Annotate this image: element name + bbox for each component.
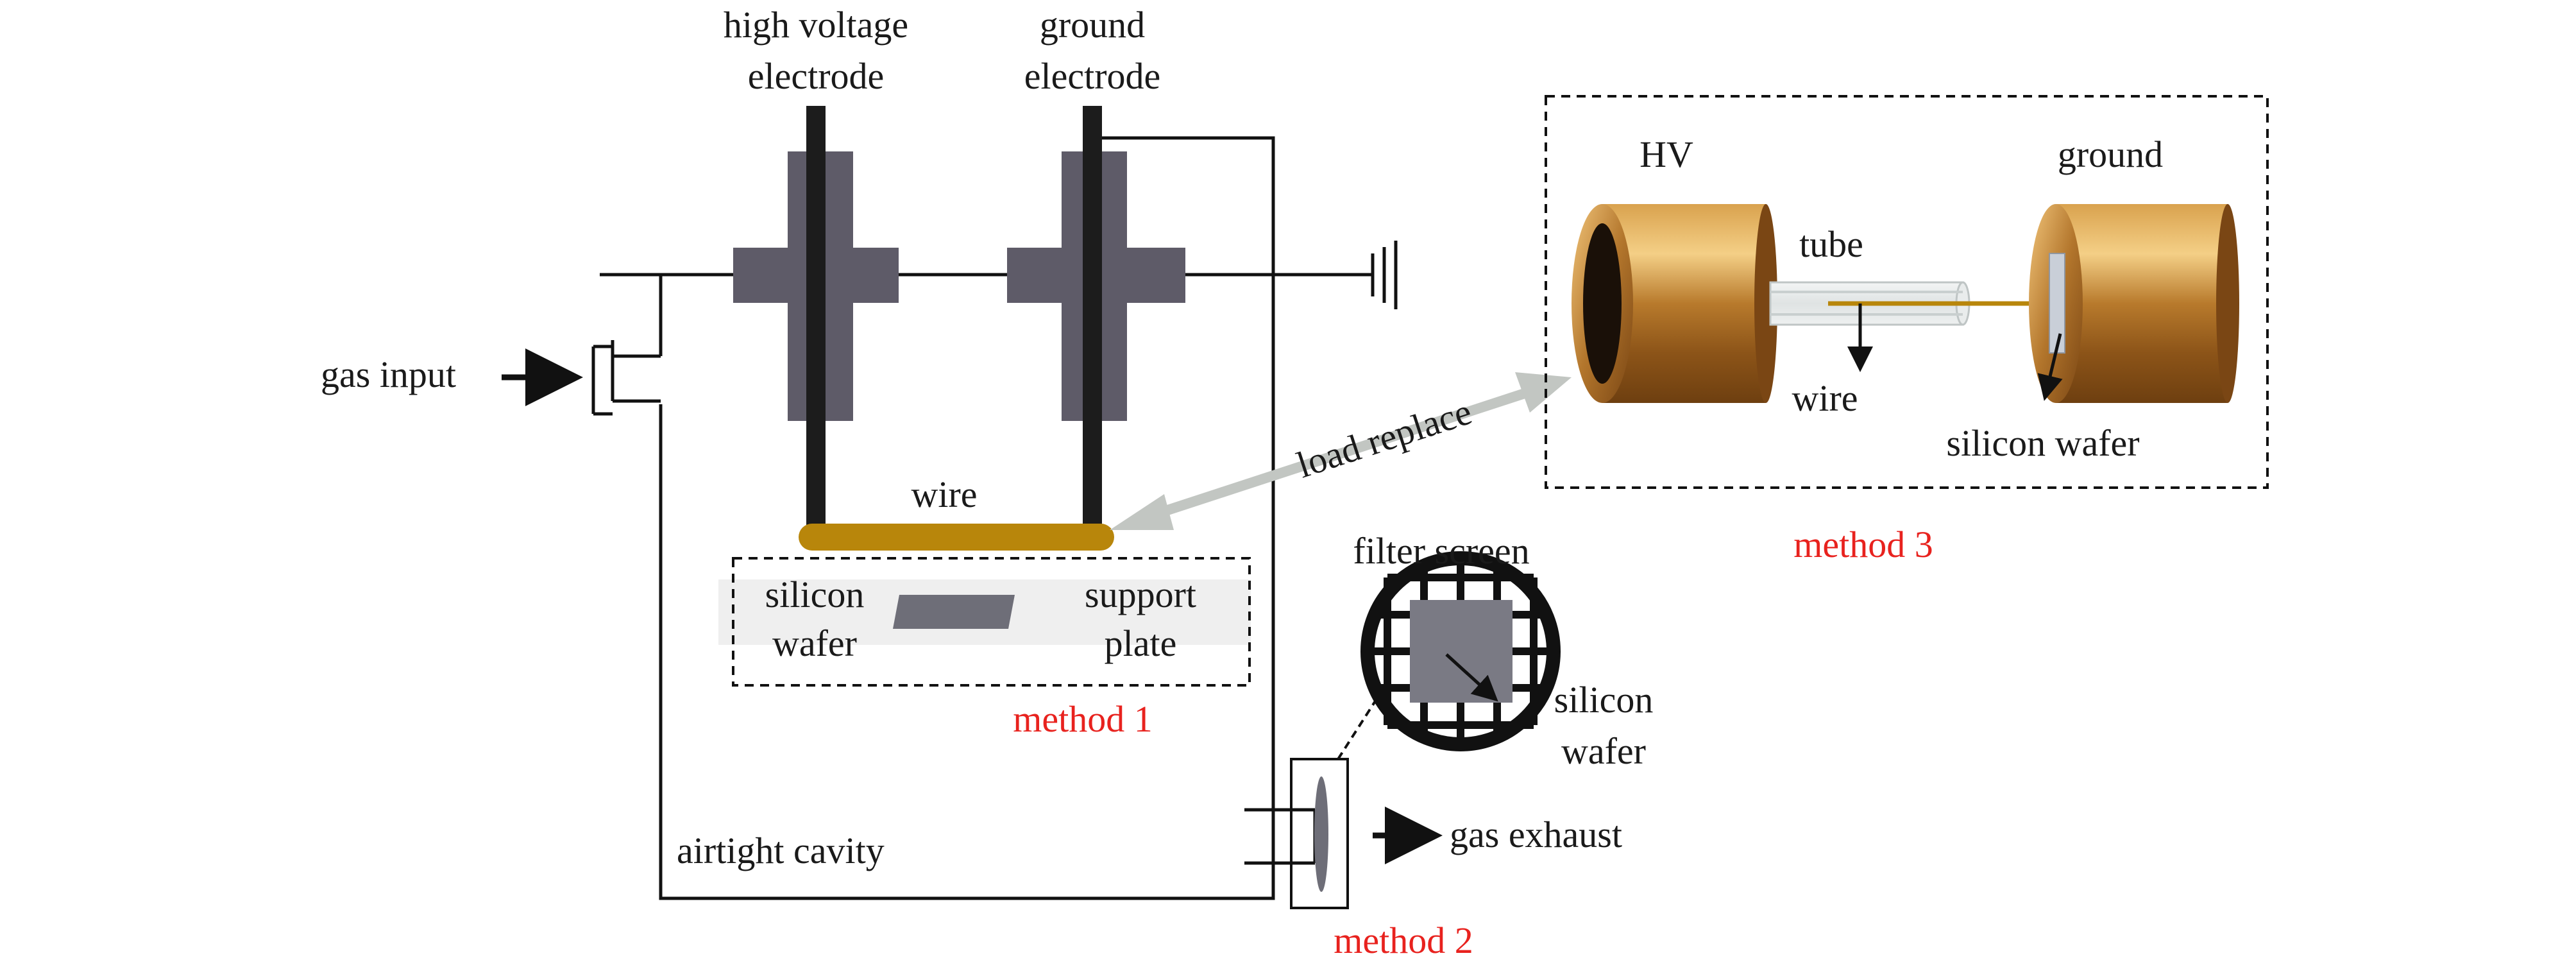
method-1-dashed-box <box>732 557 1251 687</box>
filter-disc <box>1314 776 1328 892</box>
wire <box>799 524 1114 551</box>
silicon-wafer-2-label-line1: silicon <box>1554 679 1654 721</box>
silicon-wafer-method2 <box>1410 600 1513 703</box>
ground-symbol-icon <box>1371 241 1398 309</box>
hv-electrode-rod <box>806 106 826 542</box>
wire-label: wire <box>911 474 977 515</box>
load-replace-label: load replace <box>1292 390 1477 486</box>
hv-electrode-label-line1: high voltage <box>724 4 908 46</box>
filter-screen-label: filter screen <box>1353 530 1529 572</box>
load-replace-arrow <box>1110 372 1572 530</box>
tube-label: tube <box>1799 223 1863 265</box>
filter-screen-zoom <box>1360 551 1561 751</box>
exhaust-pipe <box>1244 808 1317 865</box>
method-1-label: method 1 <box>1013 698 1152 740</box>
silicon-wafer-method1 <box>893 595 1015 629</box>
silicon-wafer-2-pointer <box>1445 653 1498 702</box>
method-3-label: method 3 <box>1793 524 1933 565</box>
method-3-dashed-box <box>1545 95 2269 489</box>
silicon-wafer-2-label-line2: wafer <box>1561 730 1646 772</box>
gas-input-label: gas input <box>321 354 456 395</box>
airtight-cavity-label: airtight cavity <box>677 830 885 871</box>
support-plate-label-line1: support <box>1085 574 1196 615</box>
support-plate-label-line2: plate <box>1105 622 1177 664</box>
silicon-wafer-1-label-line1: silicon <box>765 574 865 615</box>
silicon-wafer-method3 <box>2049 253 2065 354</box>
silicon-wafer-3-label: silicon wafer <box>1946 422 2139 464</box>
hv-label: HV <box>1640 133 1693 175</box>
gas-input-valve <box>591 275 663 416</box>
ground-electrode-label-line1: ground <box>1040 4 1145 46</box>
method-2-filter-housing <box>1290 758 1349 909</box>
silicon-wafer-1-label-line2: wafer <box>772 622 857 664</box>
gas-exhaust-label: gas exhaust <box>1450 814 1622 855</box>
ground-electrode-label-line2: electrode <box>1024 55 1161 97</box>
method-2-label: method 2 <box>1334 920 1473 961</box>
ground-label: ground <box>2058 133 2163 175</box>
silicon-wafer-3-pointer <box>2037 333 2063 401</box>
hv-copper-cylinder <box>1572 204 1777 403</box>
hv-electrode-label-line2: electrode <box>748 55 885 97</box>
airtight-cavity-outline <box>659 136 1275 900</box>
wire-3-label: wire <box>1792 377 1858 419</box>
ground-copper-cylinder <box>2029 204 2239 403</box>
ground-electrode-rod <box>1083 106 1102 542</box>
